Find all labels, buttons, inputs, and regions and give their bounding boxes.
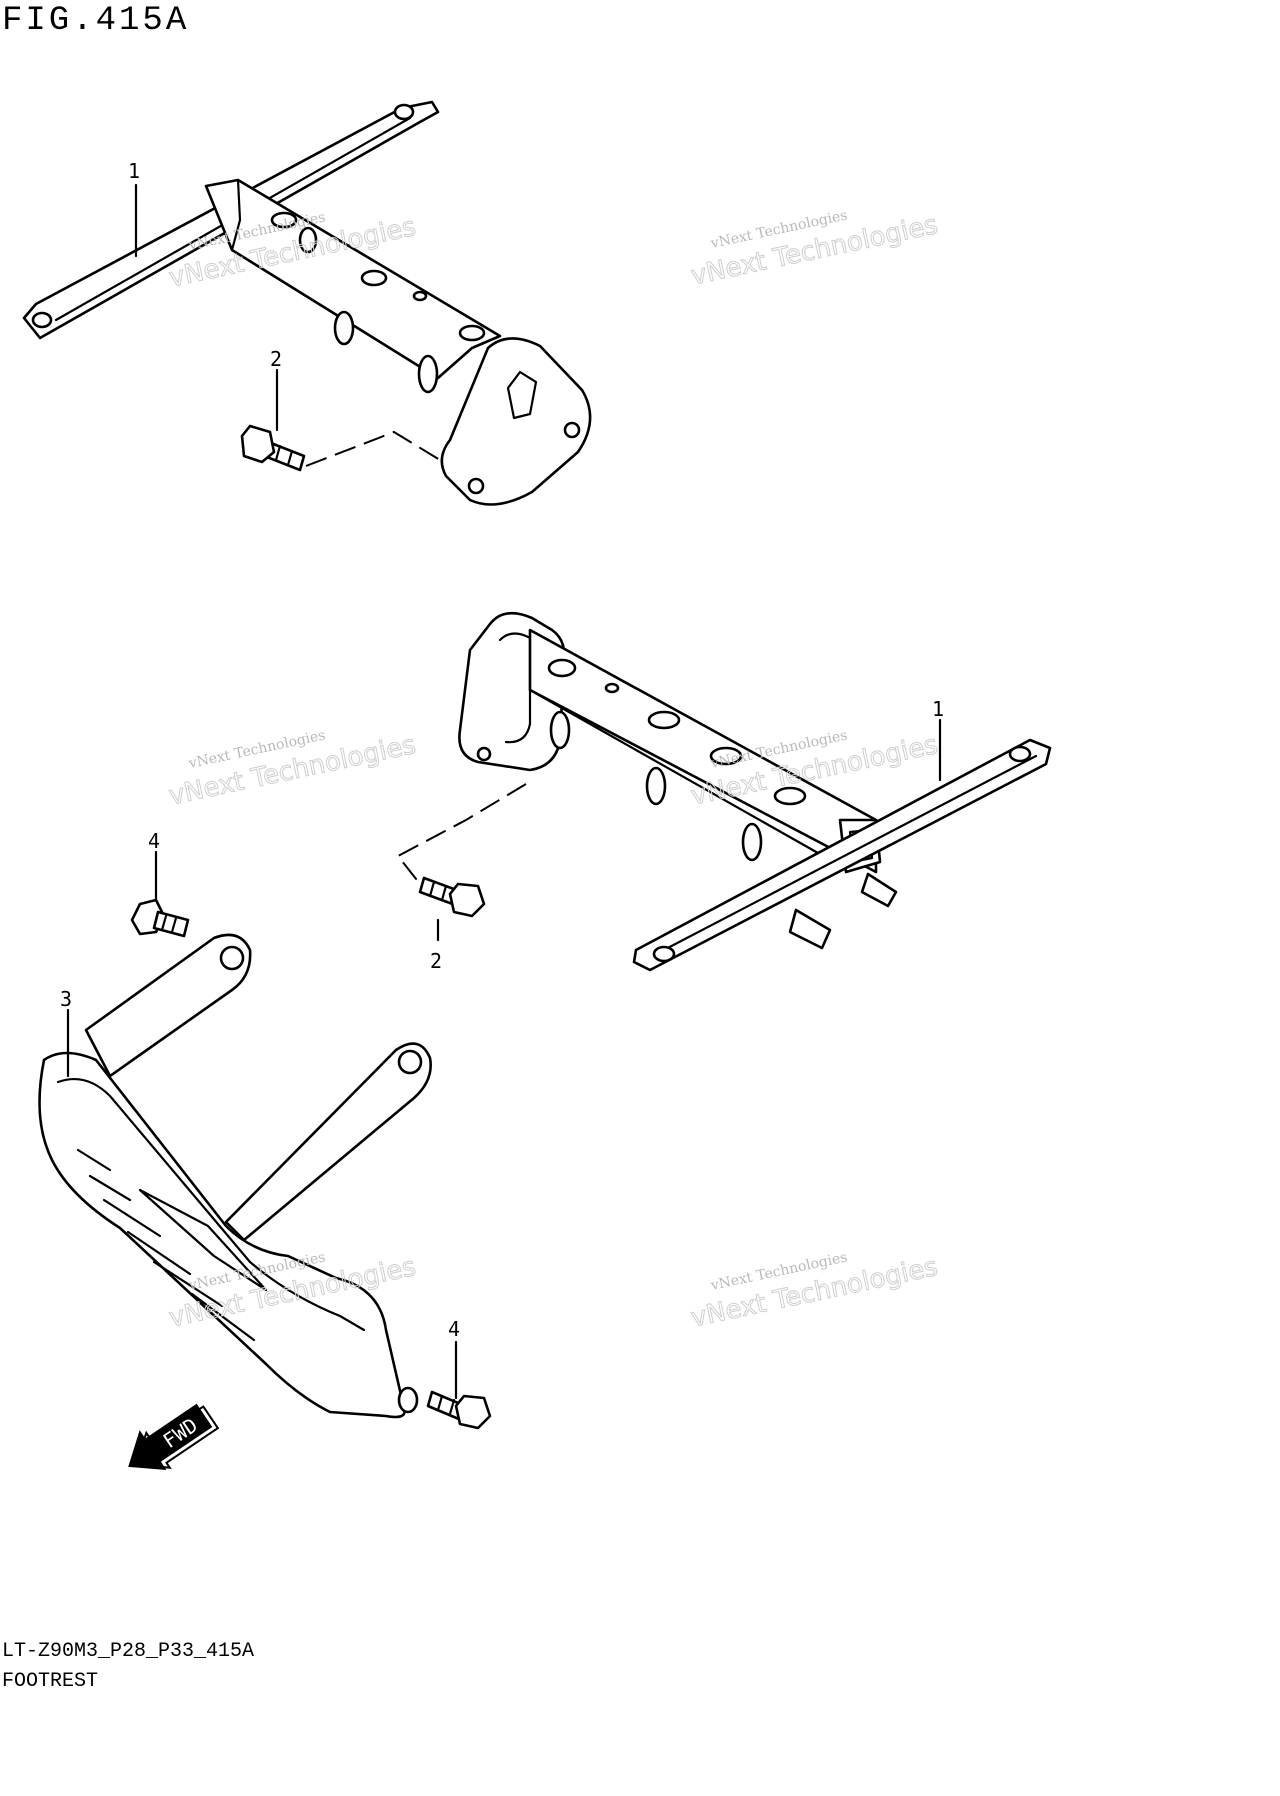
figure-title: FIG.415A: [2, 2, 190, 40]
callout-part-3: 3: [60, 987, 72, 1011]
callout-part-2-lower: 2: [430, 949, 442, 973]
forward-direction-arrow-icon: FWD: [128, 1403, 220, 1470]
flange-bolt-4-upper: [130, 898, 190, 938]
watermark-2: vNext Technologies vNext Technologies: [688, 207, 941, 292]
callout-part-2-upper: 2: [270, 347, 282, 371]
watermark-3: vNext Technologies vNext Technologies: [166, 727, 419, 812]
footrest-bracket-left: [22, 100, 592, 506]
callout-part-1-lower: 1: [932, 697, 944, 721]
flange-bolt-2-lower: [418, 876, 486, 918]
flange-bolt-2-upper: [240, 424, 306, 472]
watermark-6: vNext Technologies vNext Technologies: [688, 1249, 941, 1334]
callout-part-1-upper: 1: [128, 159, 140, 183]
model-code: LT-Z90M3_P28_P33_415A: [2, 1640, 255, 1663]
callout-part-4-upper: 4: [148, 829, 160, 853]
foot-guard: [38, 933, 432, 1419]
section-name: FOOTREST: [2, 1670, 99, 1693]
footrest-bracket-right: [396, 611, 1052, 972]
callout-part-4-lower: 4: [448, 1317, 460, 1341]
flange-bolt-4-lower: [426, 1390, 492, 1430]
